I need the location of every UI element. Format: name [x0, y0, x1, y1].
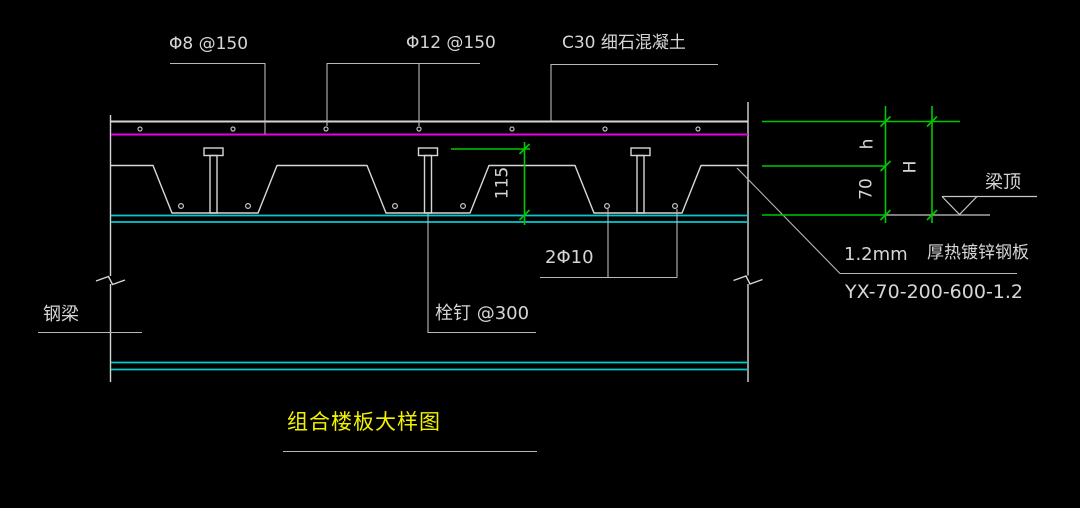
dim-tick: [879, 160, 892, 172]
callout-bottom-rebar: Φ12 @150: [406, 33, 496, 53]
dim-stud-height: 115: [492, 166, 513, 200]
leader-rib-bars: [540, 209, 678, 279]
dimension-lines: [451, 106, 960, 225]
break-symbol: [733, 275, 763, 285]
break-symbol: [95, 275, 126, 286]
dim-tick: [879, 209, 892, 221]
dim-tick: [926, 209, 938, 221]
callout-beam-top-level: 梁顶: [985, 172, 1021, 193]
mesh-bar-dots: [137, 126, 701, 132]
leader-deck-plate: [736, 167, 1017, 275]
dim-tick: [518, 143, 531, 155]
left-break-line: [95, 115, 126, 382]
dim-total-slab-height: H: [900, 160, 921, 174]
dim-deck-rib-height: 70: [856, 178, 877, 200]
level-triangle-icon: [941, 196, 978, 216]
callout-concrete: C30 细石混凝土: [562, 33, 686, 53]
dim-topping-height: h: [857, 138, 878, 150]
leader-concrete: [550, 63, 718, 121]
right-break-line: [733, 102, 763, 382]
shear-stud: [630, 147, 651, 214]
callout-deck-thickness: 1.2mm: [844, 244, 908, 265]
leader-studs: [427, 214, 536, 334]
shear-stud: [417, 147, 439, 214]
callout-top-rebar: Φ8 @150: [169, 34, 249, 54]
callout-deck-model: YX-70-200-600-1.2: [845, 281, 1024, 303]
drawing-title: 组合楼板大样图: [287, 410, 441, 434]
beam-flange-lines: [111, 214, 748, 371]
dim-tick: [926, 115, 938, 128]
callout-rib-bars: 2Φ10: [545, 247, 594, 268]
callout-steel-beam: 钢梁: [43, 304, 79, 325]
leader-top-rebar: [170, 62, 266, 134]
callout-studs: 栓钉 @300: [435, 303, 530, 324]
rib-bar-dots: [178, 203, 678, 210]
dim-tick: [879, 115, 892, 128]
callout-deck-material: 厚热镀锌钢板: [927, 243, 1029, 263]
dim-tick: [518, 209, 531, 221]
shear-stud: [203, 147, 224, 214]
steel-deck-profile: [111, 164, 748, 214]
beam-top-level-symbol: [886, 195, 1037, 216]
leader-bottom-rebar: [326, 62, 480, 126]
